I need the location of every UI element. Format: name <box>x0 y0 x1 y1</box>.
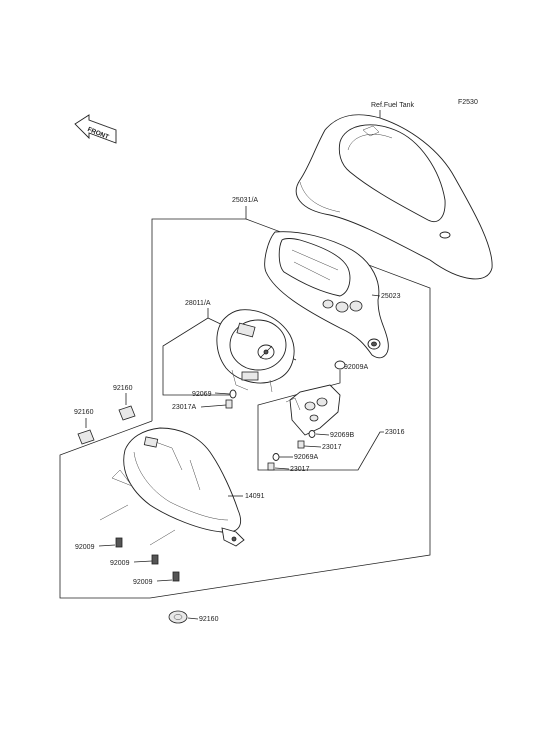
leader-23017-b <box>274 467 290 470</box>
callout-23017A: 23017A <box>172 404 196 411</box>
fuel-tank-cover <box>295 114 493 280</box>
callout-28011A: 28011/A <box>185 300 211 307</box>
bulb-92069A <box>272 453 280 461</box>
diagram-code: F2530 <box>458 99 478 106</box>
indicator-housing-23016 <box>285 384 341 436</box>
leader-28011A <box>162 308 236 396</box>
callout-92160-a: 92160 <box>113 385 133 392</box>
ref-fuel-tank-label: Ref.Fuel Tank <box>371 102 415 109</box>
callout-92160-b: 92160 <box>74 409 94 416</box>
callout-92009-a: 92009 <box>75 544 95 551</box>
leader-25031A <box>151 206 247 421</box>
callout-92009A-top: 92009A <box>344 364 368 371</box>
callout-92069B: 92069B <box>330 432 354 439</box>
callout-92009-c: 92009 <box>133 579 153 586</box>
callout-92069-top: 92069 <box>192 391 212 398</box>
leader-92160-bottom <box>187 617 199 620</box>
socket-23017-a <box>297 440 305 449</box>
leader-92009-a <box>98 544 116 547</box>
callout-92009-b: 92009 <box>110 560 130 567</box>
screw-92009-b <box>151 554 159 565</box>
leader-23017A <box>200 404 227 408</box>
callout-92160-bottom: 92160 <box>199 616 219 623</box>
socket-23017A <box>225 399 233 409</box>
meter-cover-25023 <box>264 231 389 359</box>
socket-23017-b <box>267 462 275 471</box>
callout-14091: 14091 <box>245 493 265 500</box>
grommet-92160-a <box>118 405 136 421</box>
screw-92009-a <box>115 537 123 548</box>
bracket-23016 <box>257 370 384 471</box>
leader-25023 <box>371 294 381 297</box>
bulb-92069B <box>308 430 316 438</box>
bulb-92069 <box>229 389 237 399</box>
leader-92069 <box>214 392 231 395</box>
leader-92009-c <box>156 579 173 582</box>
leader-92069B <box>315 433 330 436</box>
callout-25031A: 25031/A <box>232 197 258 204</box>
front-arrow-icon: FRONT <box>74 114 117 144</box>
grommet-92160-bottom <box>168 610 188 624</box>
callout-23016: 23016 <box>385 429 405 436</box>
callout-92069A: 92069A <box>294 454 318 461</box>
screw-92009-c <box>172 571 180 582</box>
leader-23017-a <box>303 445 322 448</box>
callout-25023: 25023 <box>381 293 401 300</box>
grommet-92160-b <box>77 429 95 445</box>
meter-case-14091 <box>99 427 245 547</box>
screw-92009A <box>334 360 346 370</box>
speedometer-28011A <box>216 309 295 393</box>
leader-92009-b <box>133 560 153 563</box>
callout-23017-b: 23017 <box>290 466 310 473</box>
bracket-25031A <box>59 218 431 599</box>
callout-23017-a: 23017 <box>322 444 342 451</box>
